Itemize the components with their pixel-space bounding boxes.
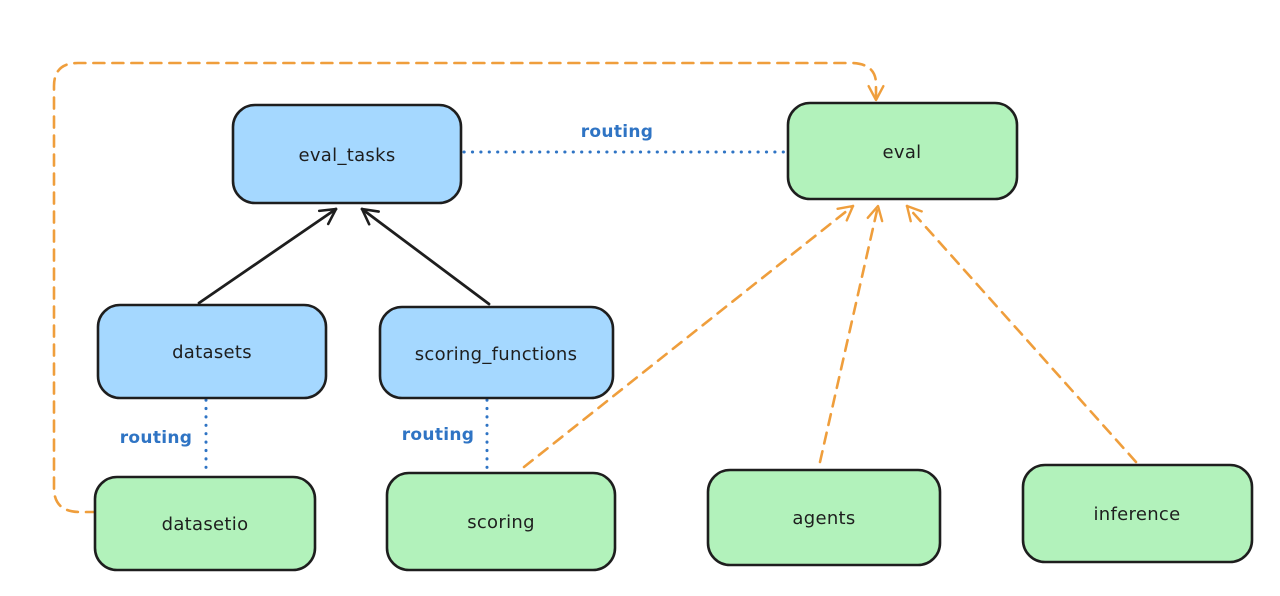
node-agents-label: agents <box>792 508 855 529</box>
node-agents: agents <box>706 468 942 567</box>
node-agents-box <box>706 468 942 567</box>
routing-label-top: routing <box>581 122 654 142</box>
node-datasetio-box <box>93 475 317 572</box>
node-inference-box <box>1021 463 1254 564</box>
node-eval-tasks: eval_tasks <box>231 103 463 205</box>
node-inference: inference <box>1021 463 1254 564</box>
node-scoring-label: scoring <box>467 512 535 533</box>
node-scoring-functions: scoring_functions <box>378 305 615 400</box>
edge-scoring-to-eval <box>522 204 855 469</box>
routing-label-datasets: routing <box>120 428 193 448</box>
edge-agents-to-eval <box>818 204 884 464</box>
node-eval-box <box>786 101 1019 201</box>
node-eval: eval <box>786 101 1019 201</box>
edge-scoring-functions-to-eval-tasks <box>360 207 491 306</box>
node-eval-tasks-box <box>231 103 463 205</box>
node-eval-tasks-label: eval_tasks <box>298 145 395 166</box>
node-scoring: scoring <box>385 471 617 572</box>
node-datasetio: datasetio <box>93 475 317 572</box>
node-datasets-label: datasets <box>172 342 252 363</box>
node-scoring-functions-label: scoring_functions <box>415 344 578 365</box>
edge-inference-to-eval <box>905 204 1138 464</box>
node-datasets: datasets <box>96 303 328 400</box>
node-scoring-functions-box <box>378 305 615 400</box>
node-eval-label: eval <box>883 142 922 163</box>
node-datasetio-label: datasetio <box>162 514 249 535</box>
routing-label-scoring: routing <box>402 425 475 445</box>
edge-datasets-to-eval-tasks <box>197 207 338 305</box>
node-scoring-box <box>385 471 617 572</box>
node-datasets-box <box>96 303 328 400</box>
node-inference-label: inference <box>1094 504 1181 525</box>
edge-datasetio-to-eval <box>52 61 885 514</box>
